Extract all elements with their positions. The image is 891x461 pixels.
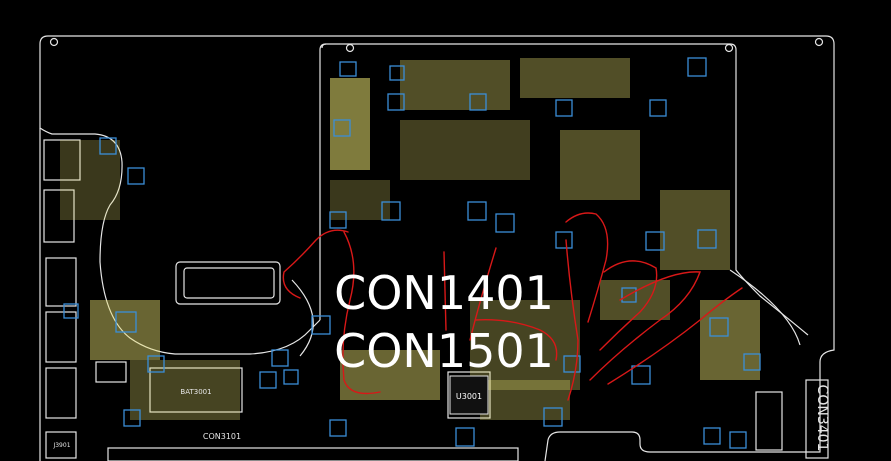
battery-label[interactable]: BAT3001 bbox=[180, 388, 211, 396]
chip-u3001[interactable]: U3001 bbox=[449, 375, 489, 415]
connector-con3401-label[interactable]: CON3401 bbox=[814, 385, 830, 452]
connector-con1501-label[interactable]: CON1501 bbox=[334, 324, 554, 378]
chip-u3001-label: U3001 bbox=[456, 392, 482, 401]
board-outline bbox=[39, 35, 835, 461]
pad-markers bbox=[63, 57, 761, 449]
red-markup bbox=[282, 212, 743, 401]
connector-con1401-label[interactable]: CON1401 bbox=[334, 266, 554, 320]
connector-con3101-label[interactable]: CON3101 bbox=[203, 432, 241, 441]
component-clusters bbox=[60, 58, 760, 420]
chip-j3901-label[interactable]: J3901 bbox=[52, 442, 70, 449]
